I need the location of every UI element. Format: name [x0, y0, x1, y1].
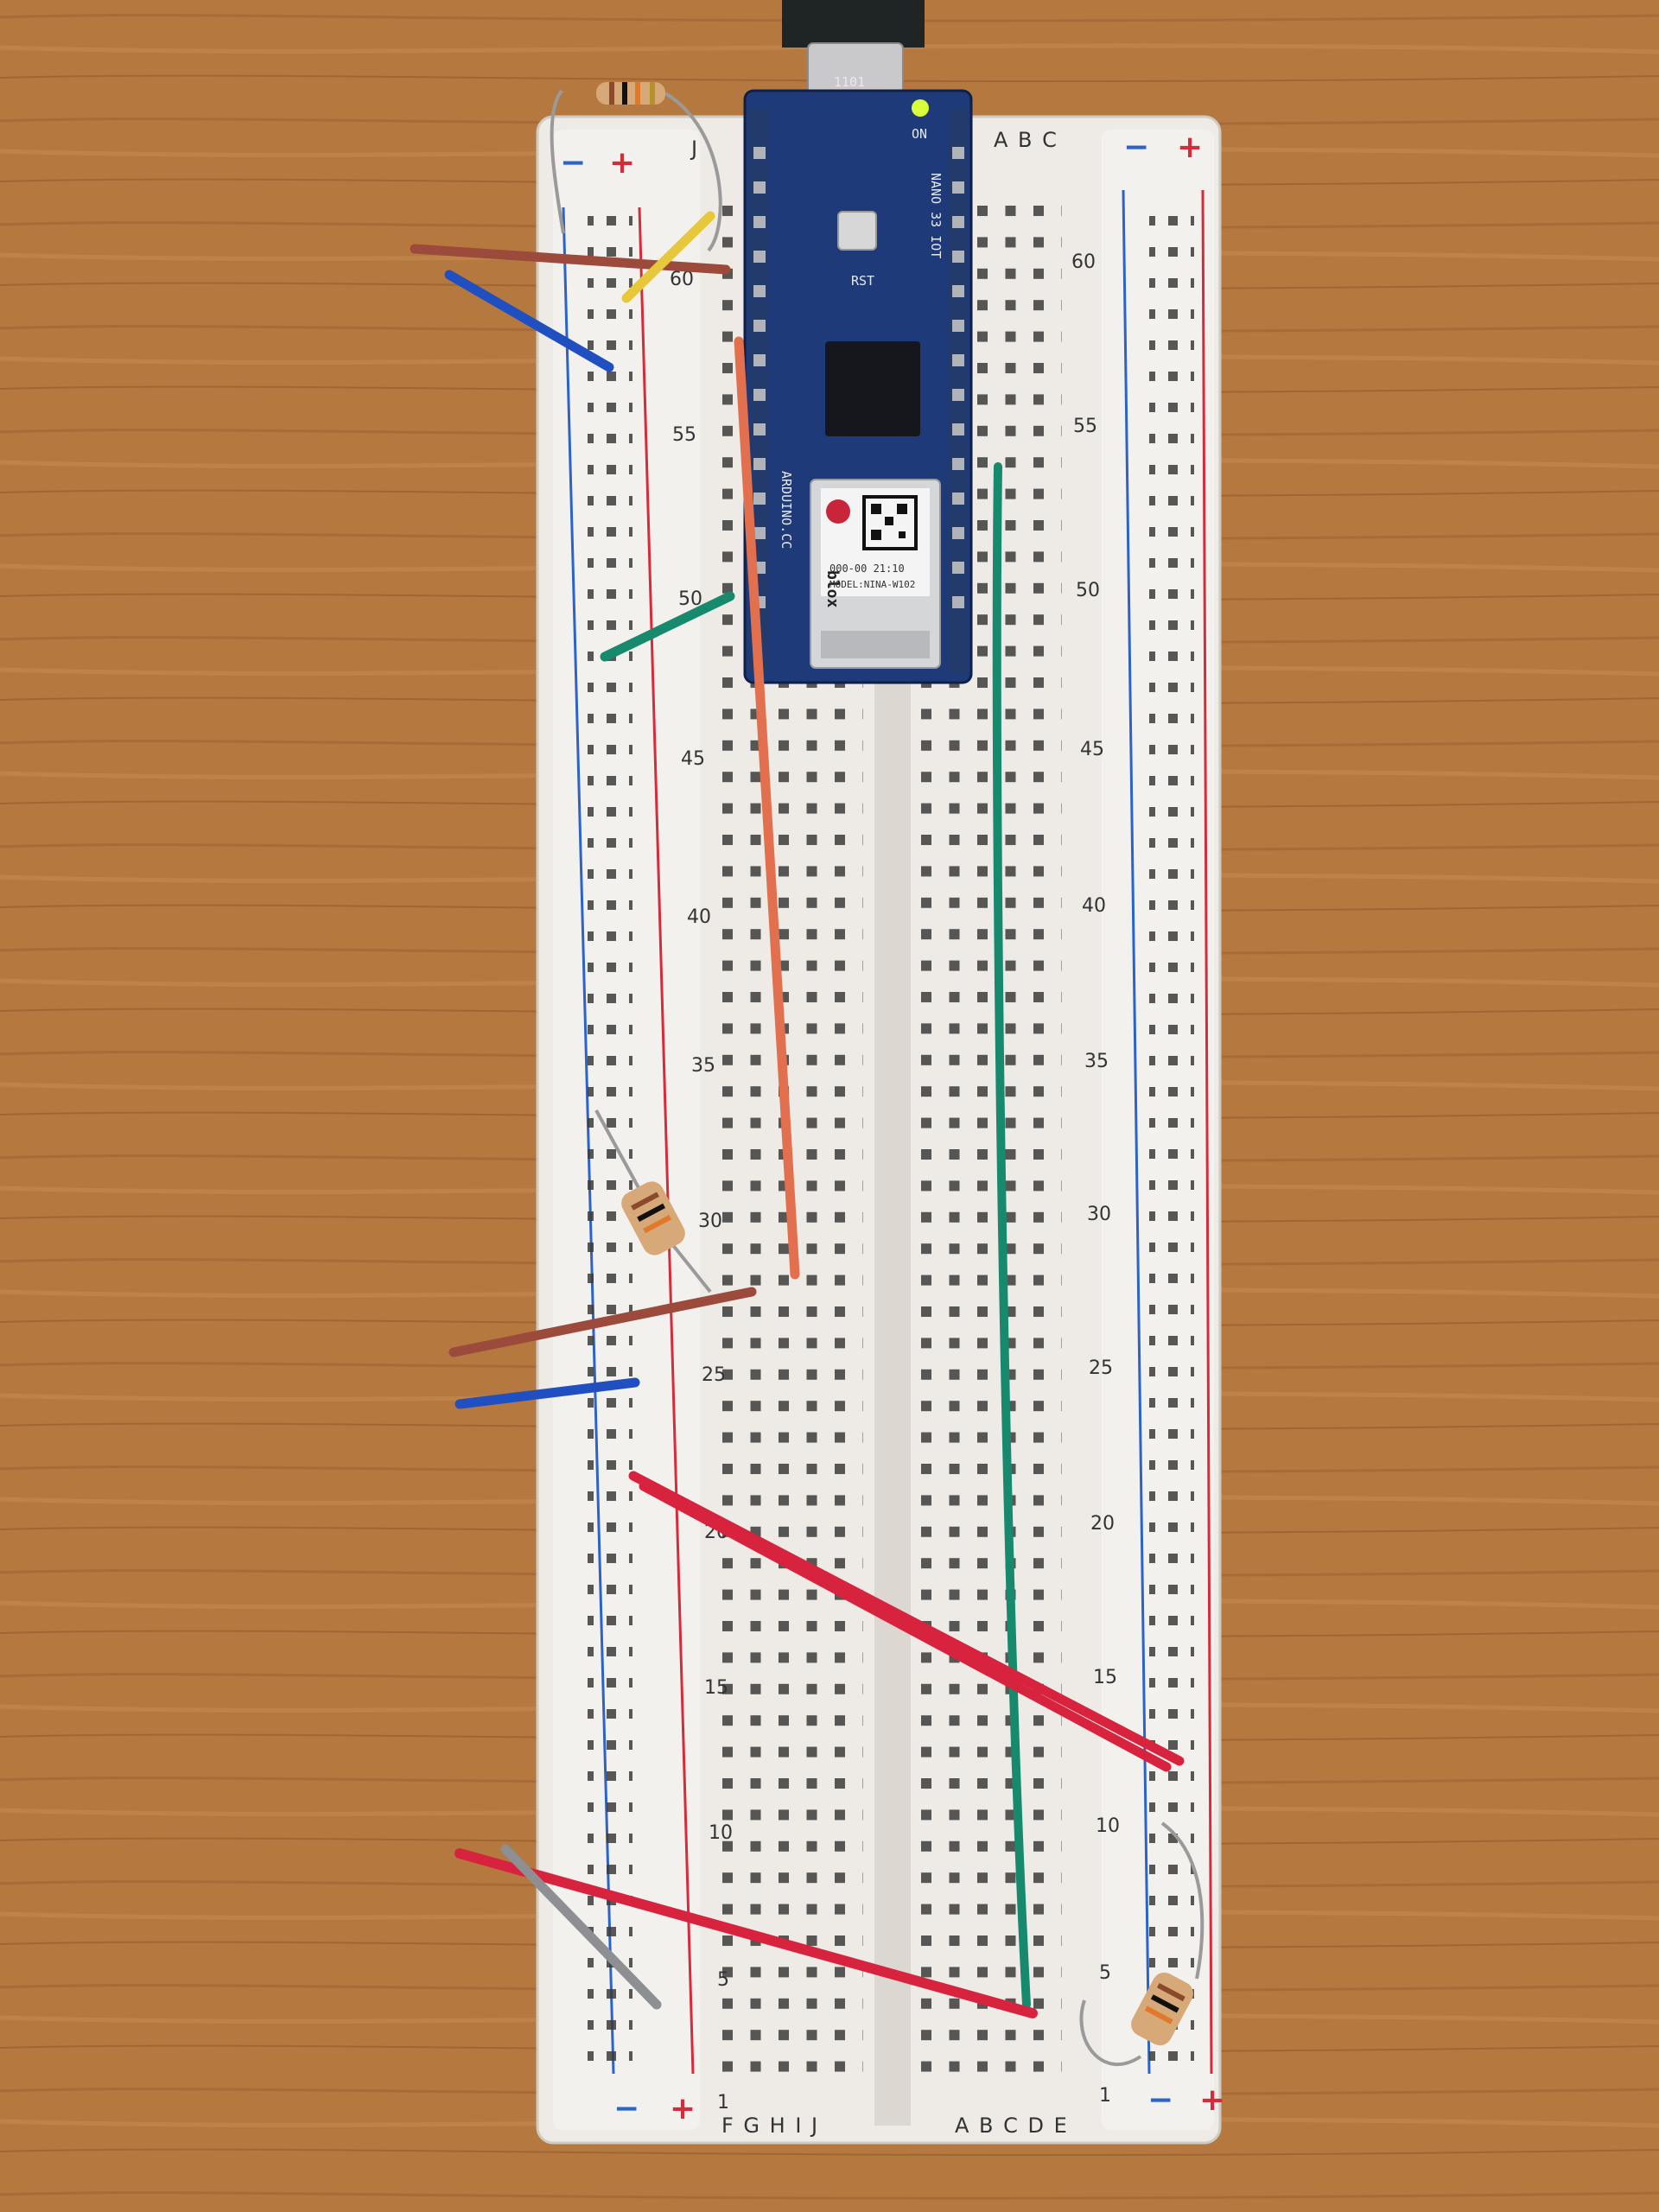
svg-text:35: 35: [1084, 1051, 1109, 1072]
rail-minus-top-right: −: [1123, 130, 1149, 165]
reset-button: [837, 211, 877, 251]
holes-left-rail: [588, 216, 632, 2074]
resistor-bottom: [1079, 1821, 1205, 2067]
arduino-nano-33-iot: ON RST NANO 33 IOT ARDUINO.CC blox 000-0…: [743, 89, 973, 684]
svg-text:45: 45: [681, 748, 705, 770]
svg-text:10: 10: [1096, 1815, 1120, 1837]
wire-red-1: [628, 1471, 1185, 1766]
microcontroller-chip: [825, 341, 920, 436]
svg-text:60: 60: [1071, 251, 1096, 273]
svg-text:5: 5: [717, 1969, 729, 1991]
svg-text:60: 60: [670, 269, 694, 290]
model-text: NANO 33 IOT: [928, 173, 944, 258]
svg-text:25: 25: [702, 1364, 726, 1386]
rail-minus-top-left: −: [560, 145, 586, 181]
svg-text:15: 15: [704, 1677, 728, 1699]
column-letter-top-left: J: [690, 137, 699, 161]
svg-text:15: 15: [1093, 1667, 1117, 1688]
wire-yellow-top: [621, 211, 715, 303]
svg-text:5: 5: [1099, 1962, 1111, 1984]
qr-code: [862, 495, 918, 550]
column-letters-top-right: A B C: [994, 128, 1058, 152]
header-pins: [753, 147, 964, 608]
rail-plus-bottom-left: +: [670, 2091, 696, 2126]
left-red-rail-line: [638, 207, 695, 2075]
wire-red-2: [639, 1481, 1172, 1772]
wires: [410, 211, 1185, 2018]
reset-label: RST: [851, 273, 874, 289]
resistor-top: [550, 82, 722, 252]
column-letters-bottom-left: F G H I J: [721, 2113, 819, 2138]
svg-text:40: 40: [687, 906, 711, 928]
wire-blue-mid: [454, 1377, 640, 1409]
module-brand: blox: [823, 570, 842, 608]
svg-text:40: 40: [1082, 895, 1106, 917]
wire-red-3: [454, 1848, 1038, 2018]
svg-text:55: 55: [1073, 416, 1097, 437]
svg-text:10: 10: [709, 1822, 733, 1844]
svg-text:35: 35: [691, 1055, 715, 1077]
right-red-rail-line: [1201, 189, 1213, 2075]
power-led-label: ON: [912, 126, 927, 142]
module-model: MODEL:NINA-W102: [830, 579, 915, 590]
wire-brown-mid: [448, 1287, 757, 1357]
svg-text:45: 45: [1080, 739, 1104, 760]
wire-gray-bottom: [500, 1844, 662, 2010]
holes-right-rail: [1149, 216, 1194, 2074]
module-code: 000-00 21:10: [830, 563, 905, 575]
wire-brown-top: [410, 244, 731, 275]
svg-text:30: 30: [1087, 1204, 1111, 1225]
svg-text:20: 20: [1090, 1513, 1115, 1535]
rail-plus-bottom-right: +: [1199, 2082, 1225, 2118]
wire-blue-top: [444, 270, 614, 372]
brand-text: ARDUINO.CC: [779, 471, 794, 549]
resistors: [550, 82, 1205, 2067]
wire-orange: [734, 336, 800, 1280]
rail-minus-bottom-right: −: [1147, 2082, 1173, 2118]
power-led: [912, 99, 929, 117]
wire-green-short: [600, 591, 735, 662]
ublox-logo: [826, 499, 850, 524]
row-numbers-right: 1 5 10 15 20 25 30 35 40 45 50 55 60: [1071, 251, 1120, 2107]
svg-text:55: 55: [672, 424, 696, 446]
resistor-middle: [594, 1109, 712, 1294]
svg-text:50: 50: [1076, 580, 1100, 601]
rail-plus-top-left: +: [609, 145, 635, 181]
usb-code: 1101: [834, 74, 865, 90]
wire-green-long: [992, 462, 1031, 2009]
svg-text:30: 30: [698, 1211, 722, 1232]
column-letters-bottom-right: A B C D E: [955, 2113, 1069, 2138]
rail-plus-top-right: +: [1177, 130, 1203, 165]
svg-text:1: 1: [1099, 2085, 1111, 2107]
svg-text:25: 25: [1089, 1357, 1113, 1379]
svg-text:1: 1: [717, 2092, 729, 2113]
rail-minus-bottom-left: −: [613, 2091, 639, 2126]
